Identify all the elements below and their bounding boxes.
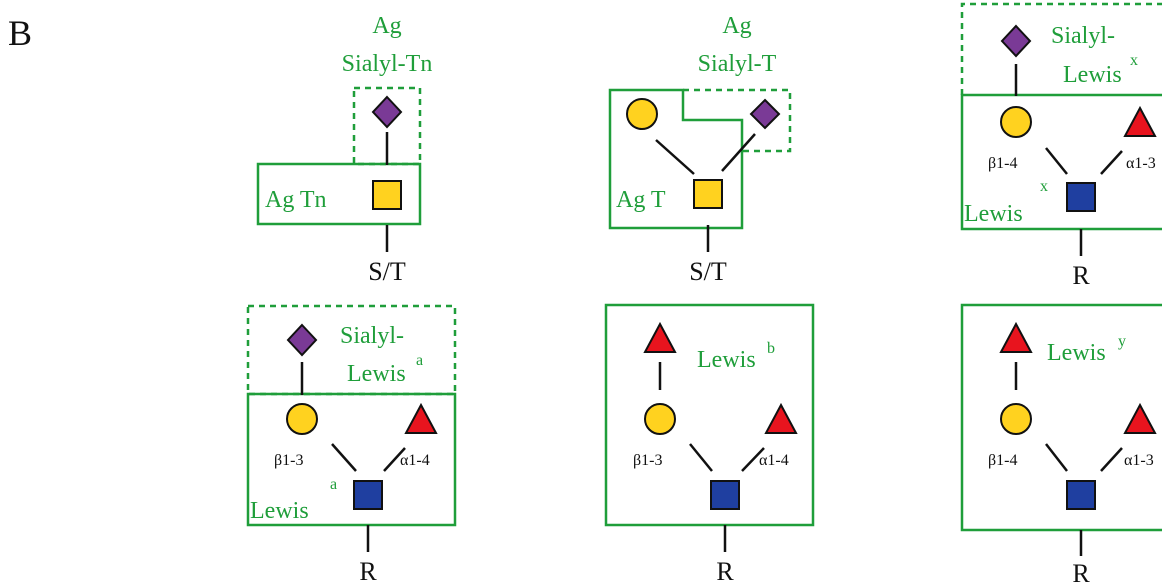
ley-label: Lewis: [1047, 340, 1106, 366]
sialic-acid-diamond: [749, 98, 781, 130]
fucose-triangle: [1123, 105, 1157, 137]
root-label-ser-thr: S/T: [689, 257, 727, 286]
lex-superscript: x: [1040, 178, 1048, 195]
root-label-r: R: [1072, 261, 1090, 290]
slea-superscript: a: [416, 352, 423, 369]
t-title-line1: Ag: [722, 13, 751, 39]
ley-link-fuc: α1-3: [1124, 452, 1154, 469]
fucose-triangle: [764, 402, 798, 434]
lewis-b-box: [604, 303, 815, 527]
root-label-r: R: [359, 557, 377, 584]
lewis-b-group: Lewis b β1-3 α1-4 R: [604, 303, 815, 584]
ley-link-gal: β1-4: [988, 452, 1017, 469]
fucose-triangle: [404, 402, 438, 434]
lea-link-gal: β1-3: [274, 452, 303, 469]
galnac-square: [372, 180, 402, 210]
t-box: [608, 88, 744, 230]
lea-superscript: a: [330, 476, 337, 493]
glcnac-square: [353, 480, 383, 510]
sialic-acid-diamond: [286, 323, 318, 357]
galactose-circle: [286, 403, 318, 435]
glycosidic-bond: [331, 443, 357, 472]
sialyl-lewis-x-dashed-box: [960, 2, 1162, 95]
fucose-triangle: [999, 321, 1033, 353]
lewis-x-box: [960, 93, 1162, 231]
t-antigen-group: Ag Sialyl-T Ag T S/T: [608, 13, 792, 286]
lewis-y-box: [960, 303, 1162, 532]
tn-antigen-group: Ag Sialyl-Tn Ag Tn S/T: [256, 13, 433, 286]
root-label-ser-thr: S/T: [368, 257, 406, 286]
glycosidic-bond: [1100, 447, 1123, 472]
fucose-triangle: [1123, 402, 1157, 434]
glcnac-square: [710, 480, 740, 510]
sialic-acid-diamond: [371, 95, 403, 129]
lewis-y-group: Lewis y β1-4 α1-3 R: [960, 303, 1162, 584]
glycosidic-bond: [383, 447, 406, 472]
slex-line2: Lewis: [1063, 62, 1122, 88]
leb-link-gal: β1-3: [633, 452, 662, 469]
galactose-circle: [1000, 106, 1032, 138]
slea-line2: Lewis: [347, 361, 406, 387]
panel-label: B: [8, 13, 32, 53]
leb-superscript: b: [767, 340, 775, 357]
lea-link-fuc: α1-4: [400, 452, 430, 469]
glycosidic-bond: [1100, 150, 1123, 175]
tn-title-line1: Ag: [372, 13, 401, 39]
ley-superscript: y: [1118, 333, 1126, 350]
slex-superscript: x: [1130, 52, 1138, 69]
root-label-r: R: [1072, 559, 1090, 584]
slea-line1: Sialyl-: [340, 323, 404, 349]
glycosidic-bond: [1045, 147, 1068, 175]
lewis-a-group: Sialyl- Lewis a β1-3 α1-4 Lewis a R: [246, 304, 457, 584]
glycosidic-bond: [689, 443, 713, 472]
glcnac-square: [1066, 182, 1096, 212]
t-title-line2: Sialyl-T: [698, 51, 777, 77]
tn-title-line2: Sialyl-Tn: [342, 51, 433, 77]
glcnac-square: [1066, 480, 1096, 510]
sialic-acid-diamond: [1000, 24, 1032, 58]
lex-link-fuc: α1-3: [1126, 155, 1156, 172]
lewis-a-box: [246, 392, 457, 527]
lea-label: Lewis: [250, 498, 309, 524]
lex-link-gal: β1-4: [988, 155, 1017, 172]
glycosidic-bond: [655, 139, 695, 175]
leb-link-fuc: α1-4: [759, 452, 789, 469]
galactose-circle: [644, 403, 676, 435]
glycosidic-bond: [1045, 443, 1068, 472]
galactose-circle: [626, 98, 658, 130]
glycosidic-bond: [741, 447, 765, 472]
t-label: Ag T: [616, 187, 666, 213]
sialyl-tn-dashed-box: [352, 86, 422, 166]
lex-label: Lewis: [964, 201, 1023, 227]
lewis-x-group: Sialyl- Lewis x β1-4 α1-3 Lewis x R: [960, 2, 1162, 290]
root-label-r: R: [716, 557, 734, 584]
tn-box: [256, 162, 422, 226]
slex-line1: Sialyl-: [1051, 23, 1115, 49]
sialyl-t-dashed-box: [683, 88, 792, 153]
galactose-circle: [1000, 403, 1032, 435]
tn-label: Ag Tn: [265, 187, 327, 213]
fucose-triangle: [643, 321, 677, 353]
leb-label: Lewis: [697, 347, 756, 373]
glycosidic-bond: [721, 133, 756, 172]
galnac-square: [693, 179, 723, 209]
